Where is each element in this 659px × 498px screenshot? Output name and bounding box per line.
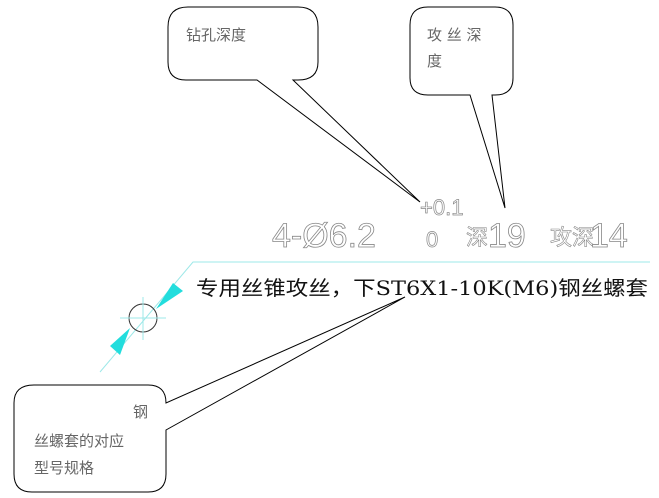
callout-insert-spec-text-3: 型号规格: [34, 459, 94, 477]
callout-insert-spec-text-1: 钢: [133, 403, 148, 421]
arrow-lower-icon: [110, 328, 130, 355]
callout-drill-depth: 钻孔深度: [167, 6, 421, 203]
dimension-depth-value: 19: [488, 217, 526, 255]
dimension-tap-value: 14: [590, 217, 628, 255]
callout-insert-spec: 钢 丝螺套的对应 型号规格: [13, 296, 406, 493]
dimension-depth-label: 深: [466, 226, 488, 251]
dimension-tap-label: 攻深: [550, 226, 594, 251]
hole-dimension: 4-Ø6.2 +0.1 0 深 19 攻深 14: [272, 195, 629, 256]
leader: [99, 261, 650, 373]
callout-tap-depth: 攻 丝 深 度: [409, 6, 514, 209]
callout-insert-spec-text-2: 丝螺套的对应: [34, 432, 124, 450]
callout-tap-depth-text-1: 攻 丝 深: [427, 26, 482, 44]
callout-tap-depth-text-2: 度: [427, 52, 442, 70]
arrow-upper-icon: [156, 283, 183, 309]
callout-drill-depth-text: 钻孔深度: [186, 26, 246, 44]
dimension-main: 4-Ø6.2: [272, 217, 376, 255]
note-text: 专用丝锥攻丝，下ST6X1-10K(M6)钢丝螺套: [196, 276, 648, 300]
dimension-tol-lower: 0: [426, 227, 438, 252]
dimension-tol-upper: +0.1: [420, 195, 463, 220]
